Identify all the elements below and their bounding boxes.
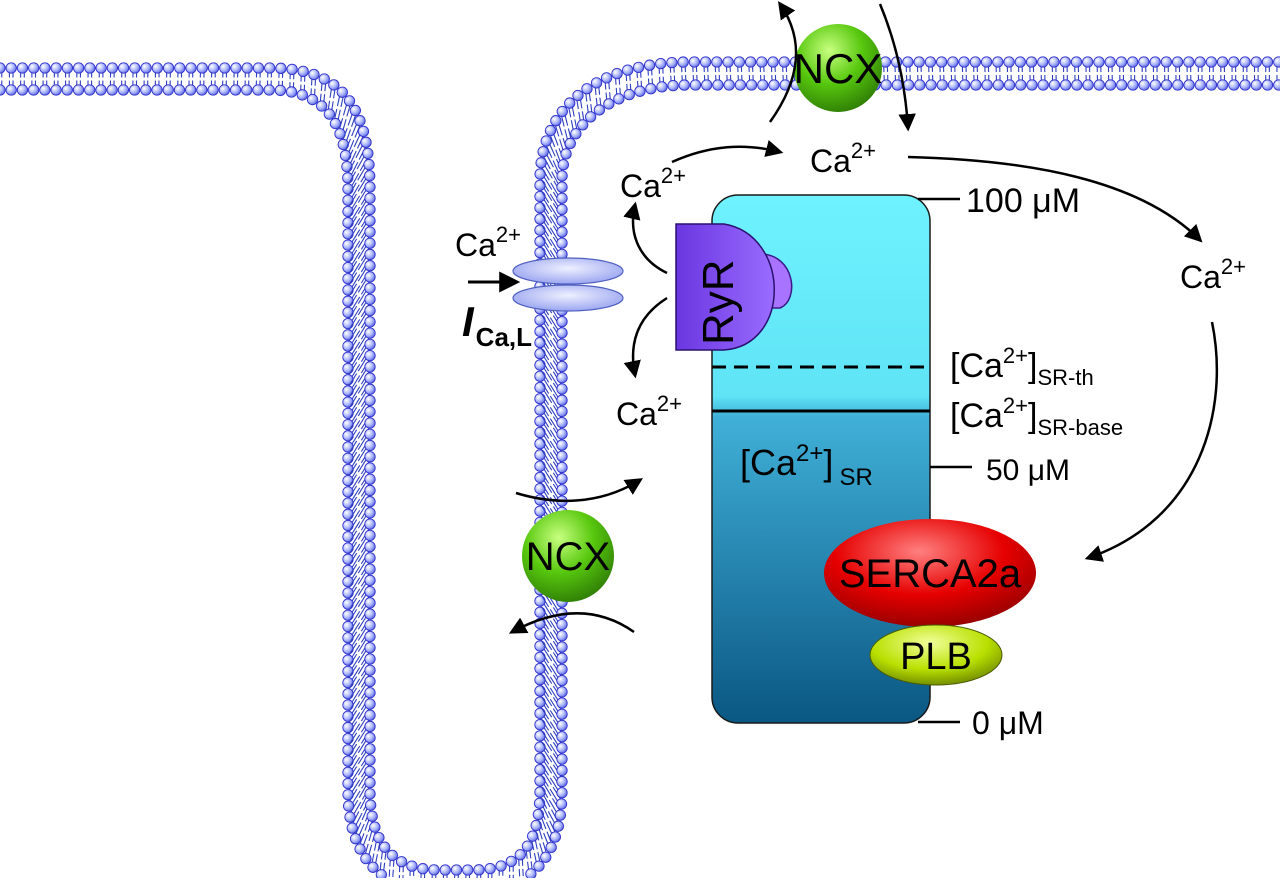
- scale-top-label: 100 μM: [966, 182, 1080, 220]
- sr-base-label: [Ca2+]SR-base: [950, 393, 1123, 440]
- ncx-bottom-label: NCX: [526, 535, 610, 579]
- l-type-calcium-channel: [513, 258, 623, 311]
- scale-mid-label: 50 μM: [986, 454, 1070, 487]
- ica-l-current-label: ICa,L: [462, 298, 532, 352]
- phospholamban: PLB: [870, 625, 1002, 685]
- ncx-exchanger-bottom: NCX: [512, 480, 640, 632]
- ryr-label: RyR: [694, 259, 743, 345]
- ncx-top-label: NCX: [794, 45, 883, 92]
- ca-label-ryr-top: Ca2+: [620, 163, 686, 204]
- plb-label: PLB: [900, 636, 972, 678]
- ca-label-ncx-top: Ca2+: [810, 138, 876, 179]
- ca-label-channel: Ca2+: [455, 222, 521, 263]
- serca-pump: SERCA2a: [824, 519, 1036, 627]
- scale-bottom-label: 0 μM: [972, 705, 1044, 741]
- ca-label-ryr-bottom: Ca2+: [616, 391, 682, 432]
- ca-label-right: Ca2+: [1180, 254, 1246, 295]
- serca-label: SERCA2a: [839, 552, 1022, 596]
- sr-threshold-label: [Ca2+]SR-th: [950, 343, 1094, 390]
